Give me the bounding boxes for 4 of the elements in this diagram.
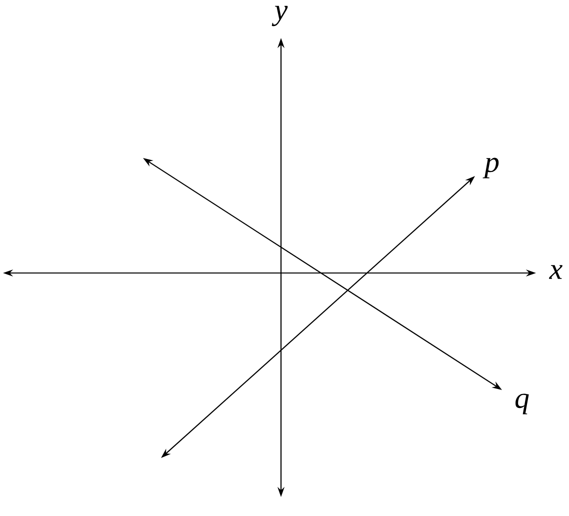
axis-label: x (549, 265, 562, 279)
line-label: p (482, 158, 499, 178)
line-label: q (516, 394, 529, 414)
axis-label: y (272, 6, 288, 26)
